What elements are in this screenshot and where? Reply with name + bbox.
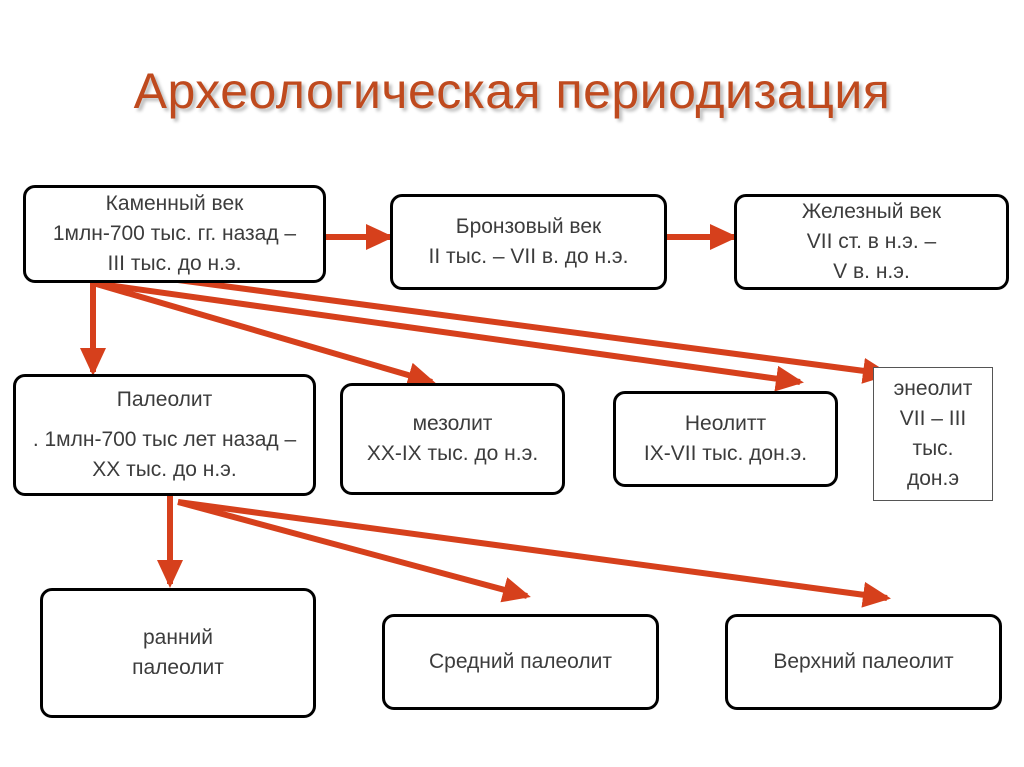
node-mesolithic: мезолит XX-IX тыс. до н.э.	[340, 383, 565, 495]
node-stone-age-line-2: 1млн-700 тыс. гг. назад –	[52, 222, 297, 245]
page-title: Археологическая периодизация	[133, 63, 891, 119]
node-neolithic-line-1: Неолитт	[684, 412, 767, 435]
node-bronze-age: Бронзовый век II тыс. – VII в. до н.э.	[390, 194, 667, 290]
node-early-paleolithic-line-1: ранний	[142, 626, 213, 649]
node-early-paleolithic: ранний палеолит	[40, 588, 316, 718]
node-iron-age-line-2: VII ст. в н.э. –	[806, 230, 937, 253]
node-bronze-age-line-2: II тыс. – VII в. до н.э.	[428, 245, 629, 268]
node-paleolithic-line-3: XX тыс. до н.э.	[92, 458, 237, 481]
arrow-stone-to-neolithic	[92, 280, 804, 392]
node-neolithic-line-2: IX-VII тыс. дон.э.	[643, 442, 808, 465]
node-mesolithic-line-1: мезолит	[412, 412, 493, 435]
node-eneolithic-line-1: энеолит	[893, 377, 973, 400]
node-paleolithic-line-1: Палеолит	[116, 388, 213, 411]
node-iron-age-line-1: Железный век	[801, 200, 942, 223]
node-eneolithic-line-2: VII – III	[899, 407, 967, 430]
node-upper-paleolithic: Верхний палеолит	[725, 614, 1002, 710]
arrow-paleolithic-to-middle	[177, 499, 531, 603]
node-iron-age-line-3: V в. н.э.	[833, 260, 910, 283]
node-middle-paleolithic: Средний палеолит	[382, 614, 659, 710]
node-middle-paleolithic-line-1: Средний палеолит	[428, 650, 612, 673]
node-stone-age-line-3: III тыс. до н.э.	[107, 252, 242, 275]
node-iron-age: Железный век VII ст. в н.э. – V в. н.э.	[734, 194, 1009, 290]
node-mesolithic-line-2: XX-IX тыс. до н.э.	[366, 442, 539, 465]
node-stone-age: Каменный век 1млн-700 тыс. гг. назад – I…	[23, 185, 326, 283]
node-bronze-age-line-1: Бронзовый век	[455, 215, 602, 238]
node-neolithic: Неолитт IX-VII тыс. дон.э.	[613, 391, 838, 487]
node-paleolithic-line-2: . 1млн-700 тыс лет назад –	[32, 428, 297, 451]
node-eneolithic-line-3: тыс.	[912, 437, 954, 460]
node-eneolithic-line-4: дон.э	[906, 467, 960, 490]
arrow-stone-to-eneolithic	[177, 277, 891, 384]
arrow-stone-to-mesolithic	[92, 280, 436, 388]
node-early-paleolithic-line-2: палеолит	[132, 656, 224, 679]
node-stone-age-line-1: Каменный век	[105, 192, 244, 215]
node-upper-paleolithic-line-1: Верхний палеолит	[773, 650, 954, 673]
node-paleolithic: Палеолит . 1млн-700 тыс лет назад – XX т…	[13, 374, 316, 496]
node-eneolithic: энеолит VII – III тыс. дон.э	[873, 367, 993, 501]
arrow-paleolithic-to-upper	[177, 499, 891, 608]
